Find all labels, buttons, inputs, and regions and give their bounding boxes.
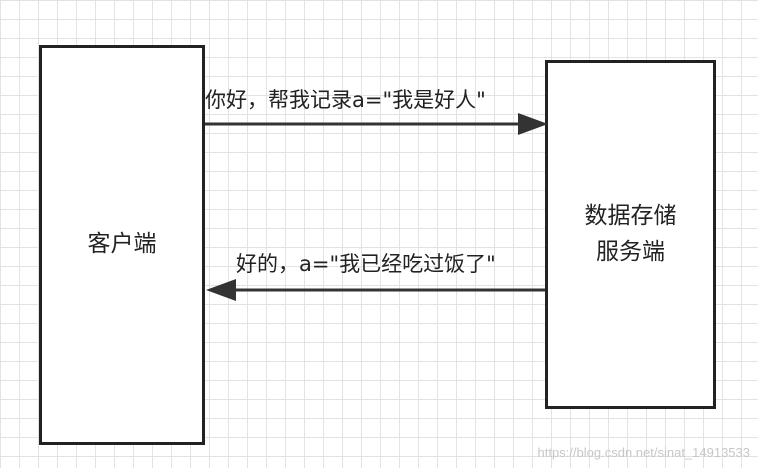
- server-label-line1: 数据存储: [584, 202, 677, 229]
- server-label: 数据存储 服务端: [585, 199, 677, 270]
- data-storage-server-node: 数据存储 服务端: [545, 60, 716, 409]
- server-label-line2: 服务端: [596, 238, 665, 265]
- request-arrowhead-icon: [518, 113, 548, 135]
- response-arrowhead-icon: [206, 279, 236, 301]
- client-label: 客户端: [87, 231, 157, 258]
- request-message-label: 你好，帮我记录a="我是好人": [205, 88, 486, 112]
- response-message-label: 好的，a="我已经吃过饭了": [236, 252, 496, 276]
- client-node: 客户端: [39, 45, 205, 445]
- watermark: https://blog.csdn.net/sinat_14913533: [537, 445, 751, 460]
